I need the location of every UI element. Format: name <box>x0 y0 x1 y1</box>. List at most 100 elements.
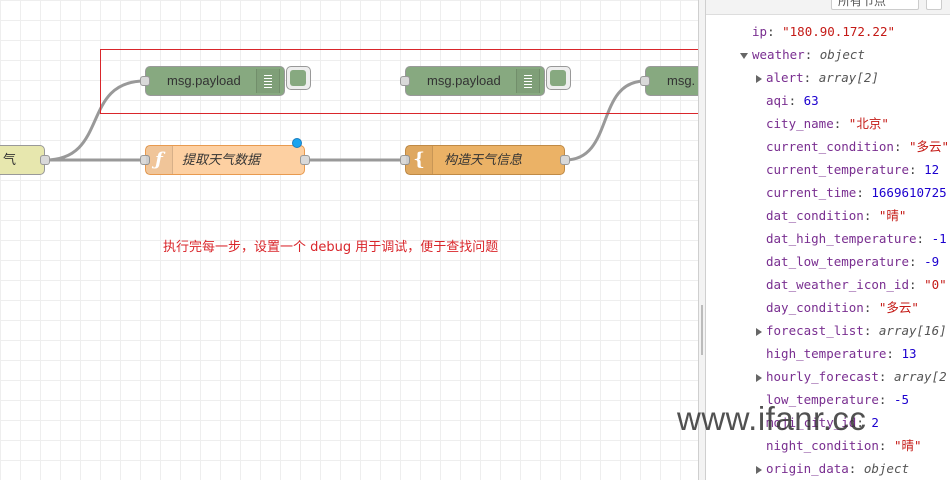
tree-row[interactable]: origin_data: object <box>756 460 909 478</box>
tree-separator: : <box>856 185 872 200</box>
debug-toolbar: 所有节点 <box>706 0 950 15</box>
input-port[interactable] <box>400 76 410 86</box>
tree-row: city_name: "北京" <box>766 115 889 133</box>
clear-button[interactable] <box>926 0 942 10</box>
output-port[interactable] <box>560 155 570 165</box>
debug-node-1[interactable]: msg.payload <box>140 66 285 96</box>
tree-separator: : <box>893 139 909 154</box>
debug-list-icon <box>516 69 540 93</box>
tree-key: day_condition <box>766 300 864 315</box>
debug-node-label: msg.payload <box>427 73 501 88</box>
tree-value: object <box>863 461 910 476</box>
tree-value: array[2 <box>893 369 947 384</box>
tree-key: current_time <box>766 185 857 200</box>
tree-value: "晴" <box>878 208 907 223</box>
filter-dropdown[interactable]: 所有节点 <box>831 0 919 10</box>
tree-row: current_temperature: 12 <box>766 161 939 179</box>
flow-wires <box>44 79 646 162</box>
debug-toggle-button[interactable] <box>546 66 571 90</box>
tree-row[interactable]: alert: array[2] <box>756 69 879 87</box>
tree-key: weather <box>752 47 805 62</box>
tree-separator: : <box>878 438 894 453</box>
input-port[interactable] <box>140 76 150 86</box>
debug-node-3[interactable]: msg. <box>640 66 698 96</box>
tree-row[interactable]: hourly_forecast: array[2 <box>756 368 947 386</box>
caret-right-icon[interactable] <box>756 74 762 83</box>
tree-key: aqi <box>766 93 789 108</box>
output-port[interactable] <box>40 155 50 165</box>
tree-key: dat_high_temperature <box>766 231 917 246</box>
tree-value: 13 <box>901 346 917 361</box>
tree-key: moji_city_id <box>766 415 857 430</box>
tree-row: current_condition: "多云" <box>766 138 949 156</box>
debug-list-icon <box>256 69 280 93</box>
tree-separator: : <box>803 70 819 85</box>
tree-key: current_temperature <box>766 162 909 177</box>
tree-separator: : <box>909 277 925 292</box>
tree-row[interactable]: forecast_list: array[16] <box>756 322 947 340</box>
tree-separator: : <box>909 254 925 269</box>
caret-down-icon[interactable] <box>740 52 748 59</box>
tree-row: dat_high_temperature: -1 <box>766 230 947 248</box>
function-node-label: 提取天气数据 <box>182 152 261 167</box>
tree-row: dat_condition: "晴" <box>766 207 906 225</box>
tree-value: "多云" <box>909 139 950 154</box>
tree-value: "0" <box>924 277 947 292</box>
tree-separator: : <box>804 47 820 62</box>
debug-node-2[interactable]: msg.payload <box>400 66 545 96</box>
tree-row: dat_weather_icon_id: "0" <box>766 276 947 294</box>
tree-row[interactable]: weather: object <box>740 46 865 64</box>
filter-label: 所有节点 <box>838 0 887 8</box>
flow-canvas[interactable]: 气 msg.payload msg.payload msg. ƒ 提取天气数据 … <box>0 0 698 480</box>
input-port[interactable] <box>400 155 410 165</box>
input-port[interactable] <box>140 155 150 165</box>
tree-value: 2 <box>871 415 879 430</box>
tree-value: 12 <box>924 162 940 177</box>
splitter-handle[interactable] <box>701 305 703 355</box>
tree-value: "多云" <box>878 300 919 315</box>
tree-separator: : <box>788 93 804 108</box>
inject-node[interactable]: 气 <box>0 145 50 175</box>
tree-key: forecast_list <box>766 323 864 338</box>
debug-node-label: msg. <box>667 73 696 88</box>
function-icon: ƒ <box>146 146 173 174</box>
caret-right-icon[interactable] <box>756 373 762 382</box>
template-icon: { <box>406 146 433 174</box>
inject-node-label: 气 <box>3 152 17 167</box>
tree-key: dat_low_temperature <box>766 254 909 269</box>
tree-separator: : <box>916 231 932 246</box>
template-node[interactable]: { 构造天气信息 <box>400 145 570 175</box>
tree-key: alert <box>766 70 804 85</box>
tree-key: hourly_forecast <box>766 369 879 384</box>
template-node-label: 构造天气信息 <box>444 152 523 167</box>
tree-key: dat_weather_icon_id <box>766 277 909 292</box>
function-node[interactable]: ƒ 提取天气数据 <box>140 145 310 175</box>
annotation-text: 执行完每一步，设置一个 debug 用于调试，便于查找问题 <box>163 240 499 255</box>
tree-value: "180.90.172.22" <box>782 24 896 39</box>
highlight-box <box>100 49 712 114</box>
tree-separator: : <box>848 461 864 476</box>
tree-value: object <box>819 47 865 62</box>
input-port[interactable] <box>640 76 650 86</box>
tree-row: dat_low_temperature: -9 <box>766 253 939 271</box>
debug-node-label: msg.payload <box>167 73 241 88</box>
tree-separator: : <box>833 116 849 131</box>
tree-value: array[2] <box>818 70 879 85</box>
tree-value: -5 <box>893 392 910 407</box>
tree-key: current_condition <box>766 139 894 154</box>
sidebar-splitter[interactable] <box>698 0 706 480</box>
tree-separator: : <box>878 392 894 407</box>
wire-template-to-debug <box>564 79 646 162</box>
tree-separator: : <box>886 346 902 361</box>
changed-indicator-dot <box>292 138 302 148</box>
tree-value: array[16] <box>878 323 947 338</box>
caret-right-icon[interactable] <box>756 465 762 474</box>
debug-toggle-button[interactable] <box>286 66 311 90</box>
tree-separator: : <box>767 24 783 39</box>
caret-right-icon[interactable] <box>756 327 762 336</box>
output-port[interactable] <box>300 155 310 165</box>
tree-separator: : <box>863 323 879 338</box>
tree-row: low_temperature: -5 <box>766 391 909 409</box>
tree-key: night_condition <box>766 438 879 453</box>
tree-key: origin_data <box>766 461 849 476</box>
